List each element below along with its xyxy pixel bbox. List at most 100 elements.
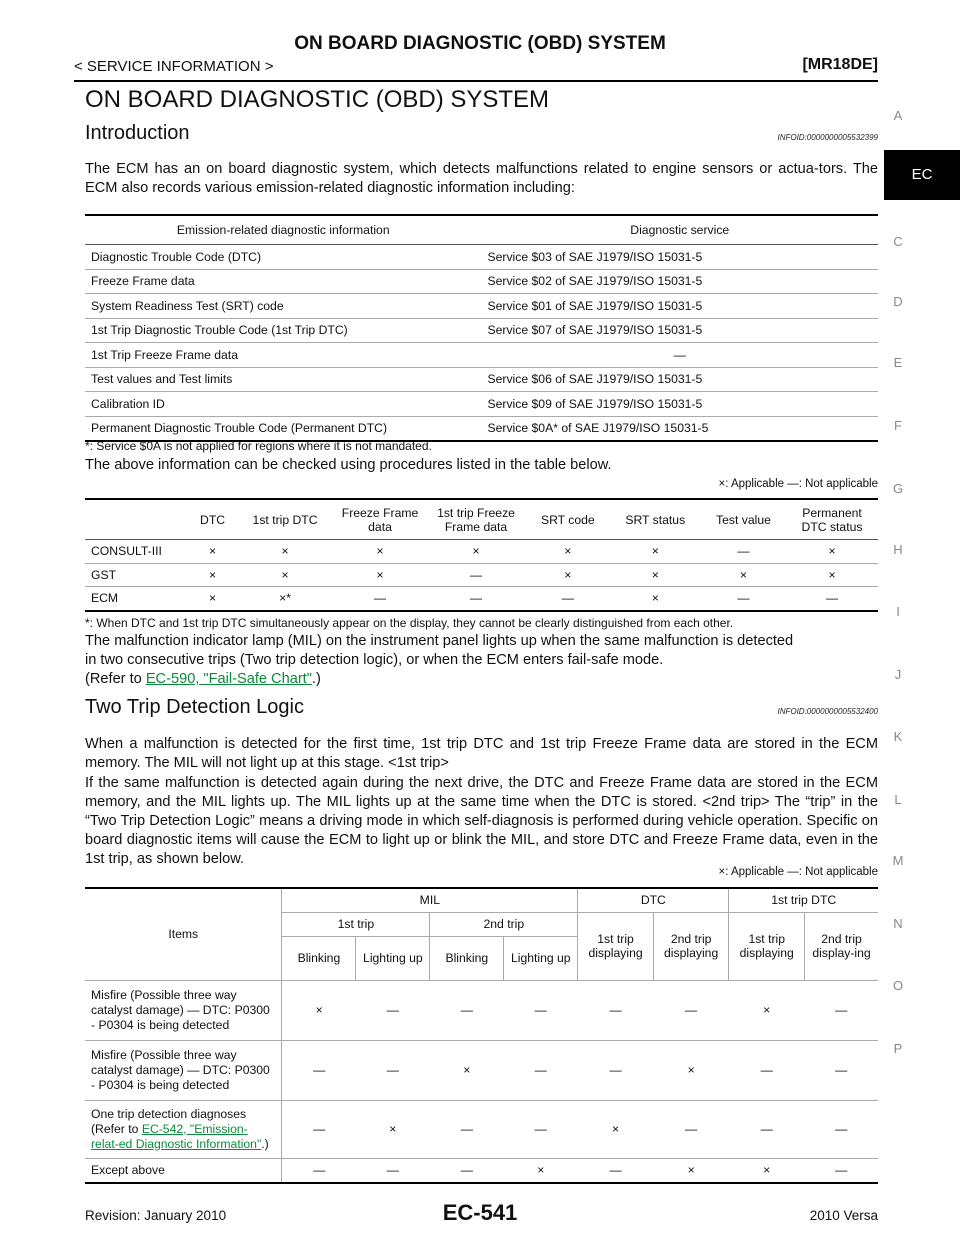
table-header-cell: SRT code — [526, 499, 610, 540]
table-cell: Service $02 of SAE J1979/ISO 15031-5 — [481, 269, 878, 294]
table-cell: — — [281, 1158, 356, 1184]
table-row: Misfire (Possible three way catalyst dam… — [85, 980, 878, 1041]
table-cell: Calibration ID — [85, 391, 482, 417]
table-header-row: 1st trip 2nd trip 1st trip displaying 2n… — [85, 912, 878, 981]
table-header-cell: Lighting up — [503, 936, 578, 981]
footer-vehicle: 2010 Versa — [809, 1208, 878, 1223]
side-index-k[interactable]: K — [893, 729, 903, 744]
side-index-j[interactable]: J — [894, 667, 902, 682]
mil-paragraph-line: in two consecutive trips (Two trip detec… — [85, 652, 664, 668]
introduction-heading: Introduction — [85, 122, 190, 144]
table-cell: × — [189, 586, 237, 612]
side-index-c[interactable]: C — [893, 234, 903, 249]
side-index-ec-active[interactable]: EC — [884, 150, 960, 200]
table-cell: — — [503, 1100, 578, 1159]
side-index-o[interactable]: O — [892, 978, 904, 993]
side-index-a[interactable]: A — [893, 108, 903, 123]
page-title: ON BOARD DIAGNOSTIC (OBD) SYSTEM — [85, 86, 550, 113]
table-row: 1st Trip Diagnostic Trouble Code (1st Tr… — [85, 318, 878, 343]
fail-safe-chart-link[interactable]: EC-590, "Fail-Safe Chart" — [145, 671, 312, 687]
table-cell: — — [426, 563, 527, 587]
table-cell: Service $01 of SAE J1979/ISO 15031-5 — [481, 293, 878, 319]
table-cell: × — [334, 563, 427, 587]
table-header-cell: 1st trip displaying — [728, 912, 805, 981]
table-cell: Except above — [85, 1158, 283, 1184]
table-cell: 1st Trip Freeze Frame data — [85, 342, 482, 368]
table-row: 1st Trip Freeze Frame data— — [85, 342, 878, 368]
side-index-m[interactable]: M — [892, 853, 904, 868]
table-cell: System Readiness Test (SRT) code — [85, 293, 482, 319]
page-number: EC-541 — [442, 1200, 518, 1225]
table-cell: ×* — [236, 586, 335, 612]
table-header-row: DTC 1st trip DTC Freeze Frame data 1st t… — [85, 499, 878, 540]
table-row: ECM × ×* — — — × — — — [85, 586, 878, 612]
table-row: Except above — — — × — × × — — [85, 1158, 878, 1184]
table-cell: Test values and Test limits — [85, 367, 482, 392]
table-cell: — — [503, 1040, 578, 1101]
side-index-f[interactable]: F — [894, 418, 902, 433]
table-cell: × — [653, 1040, 729, 1101]
table-cell: Service $0A* of SAE J1979/ISO 15031-5 — [481, 416, 878, 442]
table-cell: × — [281, 980, 356, 1041]
side-index-i[interactable]: I — [896, 604, 900, 619]
table-cell: — — [355, 1040, 430, 1101]
footer-revision: Revision: January 2010 — [85, 1208, 227, 1223]
tool-availability-table: DTC 1st trip DTC Freeze Frame data 1st t… — [85, 498, 878, 612]
table-cell: × — [189, 539, 237, 564]
item-prefix: One trip detection diagnoses (Refer to — [91, 1106, 247, 1136]
table-cell: × — [700, 563, 786, 587]
table-cell: — — [355, 980, 430, 1041]
mil-paragraph: The malfunction indicator lamp (MIL) on … — [85, 632, 878, 689]
table-cell: × — [236, 539, 335, 564]
table-header-cell: Test value — [700, 499, 786, 540]
side-index-e[interactable]: E — [893, 355, 903, 370]
introduction-infoid: INFOID:0000000005532399 — [777, 133, 878, 142]
table1-footnote: *: Service $0A is not applied for region… — [85, 439, 432, 453]
side-index-d[interactable]: D — [893, 294, 903, 309]
table-cell: Freeze Frame data — [85, 269, 482, 294]
table-cell: × — [236, 563, 335, 587]
table-cell: 1st Trip Diagnostic Trouble Code (1st Tr… — [85, 318, 482, 343]
table-header-cell: 2nd trip displaying — [652, 912, 729, 981]
table-header-cell: 2nd trip — [429, 912, 578, 937]
applicability-legend: ×: Applicable —: Not applicable — [718, 478, 878, 490]
table-header-cell: 1st trip displaying — [577, 912, 654, 981]
section-label: < SERVICE INFORMATION > — [74, 58, 274, 75]
table-cell: — — [804, 1158, 878, 1184]
table-header-cell: 1st trip DTC — [236, 499, 335, 540]
table-header-cell: 1st trip Freeze Frame data — [426, 499, 527, 540]
side-index-n[interactable]: N — [893, 916, 903, 931]
table-cell: × — [786, 563, 878, 587]
table-cell: — — [526, 586, 610, 612]
table-header-cell: Blinking — [281, 936, 356, 981]
table-cell: — — [786, 586, 878, 612]
table-cell: × — [355, 1100, 430, 1159]
emission-info-link[interactable]: EC-542, "Emission-relat-ed Diagnostic In… — [91, 1121, 262, 1151]
table-cell: — — [804, 1100, 878, 1159]
table-cell: × — [609, 586, 701, 612]
side-index-p[interactable]: P — [893, 1041, 903, 1056]
table-cell: One trip detection diagnoses (Refer to E… — [85, 1100, 283, 1159]
two-trip-table: Items MIL DTC 1st trip DTC 1st trip 2nd … — [85, 887, 878, 1184]
side-index-h[interactable]: H — [893, 542, 903, 557]
table-cell: Diagnostic Trouble Code (DTC) — [85, 244, 482, 270]
table-cell: Service $07 of SAE J1979/ISO 15031-5 — [481, 318, 878, 343]
ref-suffix: .) — [311, 671, 321, 687]
two-trip-heading: Two Trip Detection Logic — [85, 696, 304, 718]
table-cell: × — [728, 1158, 805, 1184]
table-cell: Misfire (Possible three way catalyst dam… — [85, 1040, 283, 1101]
side-index-l[interactable]: L — [894, 792, 902, 807]
table-cell: × — [429, 1040, 504, 1101]
header-rule — [74, 80, 878, 82]
side-index-g[interactable]: G — [892, 481, 904, 496]
table-cell: × — [189, 563, 237, 587]
table-cell: — — [700, 586, 786, 612]
table-cell: — — [804, 980, 878, 1041]
table-row: Diagnostic Trouble Code (DTC)Service $03… — [85, 244, 878, 270]
table-cell: × — [526, 539, 610, 564]
diagnostic-info-table: Emission-related diagnostic information … — [85, 214, 878, 442]
running-header-title: ON BOARD DIAGNOSTIC (OBD) SYSTEM — [294, 33, 666, 54]
table-row: Misfire (Possible three way catalyst dam… — [85, 1040, 878, 1101]
